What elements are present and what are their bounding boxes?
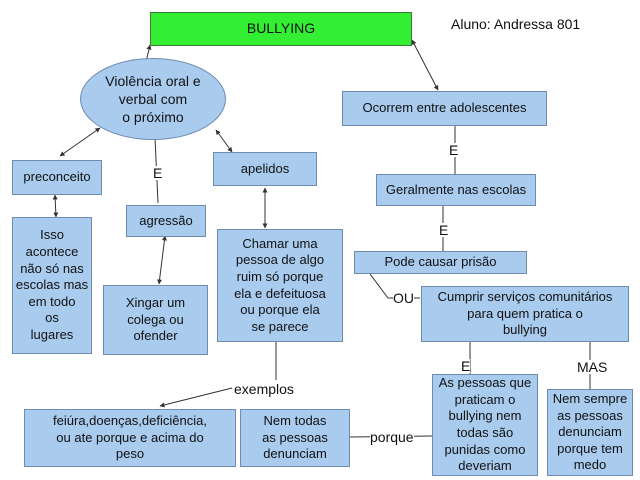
line-violencia-preconceito [59, 127, 101, 157]
connector-e-prisao: E [439, 222, 449, 238]
node-apelidos: apelidos [213, 152, 317, 186]
node-feiura: feiúra,doenças,deficiência, ou ate porqu… [24, 409, 236, 467]
line-title-ocorrem [411, 39, 439, 91]
node-as-pessoas: As pessoas que praticam o bullying nem t… [432, 374, 538, 476]
node-prisao: Pode causar prisão [354, 251, 527, 274]
title-box: BULLYING [150, 12, 412, 46]
connector-exemplos: exemplos [234, 381, 294, 397]
connector-mas: MAS [577, 359, 608, 375]
connector-ou: OU [393, 290, 414, 306]
node-xingar: Xingar um colega ou ofender [103, 285, 208, 355]
node-isso: Isso acontece não só nas escolas mas em … [12, 217, 92, 354]
connector-e-as-pessoas: E [461, 358, 471, 374]
node-preconceito: preconceito [12, 160, 102, 195]
connector-e-agressao: E [153, 165, 163, 181]
node-cumprir: Cumprir serviços comunitários para quem … [421, 286, 629, 342]
node-violencia: Violência oral e verbal com o próximo [80, 58, 226, 140]
line-exemplos-feiura [159, 387, 233, 408]
node-nem-todas: Nem todas as pessoas denunciam [240, 409, 350, 467]
node-ocorrem: Ocorrem entre adolescentes [342, 91, 547, 126]
node-chamar: Chamar uma pessoa de algo ruim só porque… [217, 229, 343, 342]
line-preconceito-isso [52, 194, 59, 218]
node-agressao: agressão [126, 205, 206, 237]
node-nem-sempre: Nem sempre as pessoas denunciam porque t… [547, 389, 633, 476]
line-violencia-apelidos [215, 129, 233, 153]
student-name: Aluno: Andressa 801 [451, 16, 581, 32]
line-agressao-xingar [157, 235, 167, 285]
node-geralmente: Geralmente nas escolas [376, 174, 536, 206]
connector-porque: porque [370, 429, 414, 445]
connector-e-geralmente: E [449, 142, 459, 158]
